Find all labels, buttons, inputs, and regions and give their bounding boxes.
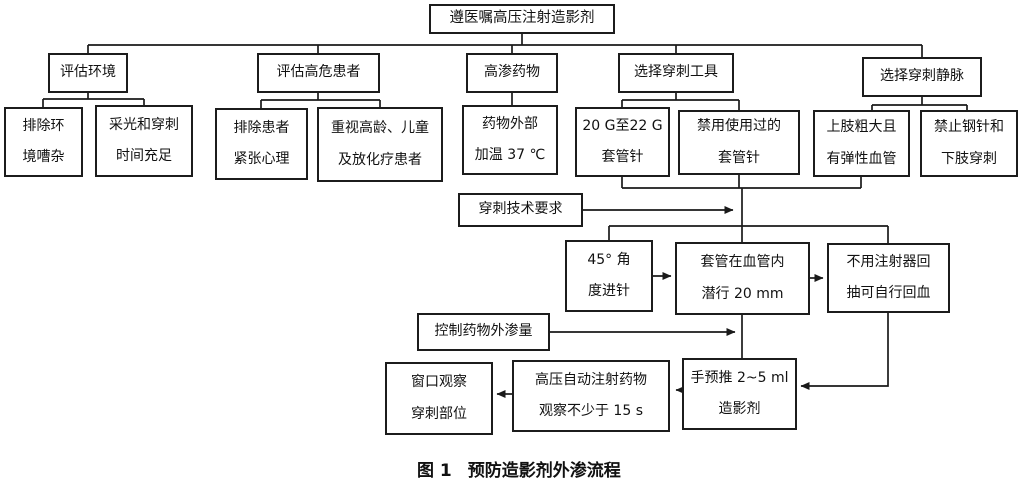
node-text: 下肢穿刺 [941, 150, 997, 167]
figure-caption-title: 预防造影剂外渗流程 [467, 461, 621, 481]
node-text: 境嘈杂 [22, 149, 65, 165]
node-choose-puncture-vein: 选择穿刺静脉 [862, 57, 982, 97]
node-text: 45° 角 [587, 251, 631, 268]
node-text: 评估环境 [60, 64, 116, 81]
node-assess-environment: 评估环境 [48, 53, 128, 93]
node-text: 套管在血管内 [700, 254, 785, 271]
node-text: 时间充足 [116, 148, 172, 164]
figure-caption: 图 1 预防造影剂外渗流程 [417, 456, 621, 481]
node-text: 排除患者 [233, 119, 290, 136]
node-text: 套管针 [718, 149, 760, 166]
node-text: 有弹性血管 [826, 150, 897, 167]
node-warm-drug-37c: 药物外部 加温 37 ℃ [462, 105, 558, 175]
node-hyperosmolar-drug: 高渗药物 [466, 53, 558, 93]
node-text: 观察不少于 15 s [538, 403, 643, 419]
node-text: 遵医嘱高压注射造影剂 [449, 10, 595, 27]
node-text: 穿刺技术要求 [478, 201, 563, 218]
node-text: 禁用使用过的 [697, 118, 781, 135]
node-control-extravasation-amount: 控制药物外渗量 [417, 313, 550, 351]
node-attention-special-groups: 重视高龄、儿童 及放化疗患者 [317, 107, 443, 182]
node-catheter-20g-22g: 20 G至22 G 套管针 [575, 107, 670, 177]
node-text: 高压自动注射药物 [535, 371, 647, 388]
figure-caption-number: 图 1 [417, 461, 452, 481]
node-forbid-used-catheter: 禁用使用过的 套管针 [678, 110, 800, 175]
node-follow-doctor-order: 遵医嘱高压注射造影剂 [429, 4, 615, 34]
node-text: 不用注射器回 [846, 253, 931, 270]
node-text: 选择穿刺静脉 [880, 68, 964, 85]
node-text: 抽可自行回血 [846, 285, 931, 301]
node-upper-limb-elastic-vein: 上肢粗大且 有弹性血管 [813, 110, 910, 177]
node-ease-patient-tension: 排除患者 紧张心理 [215, 108, 308, 180]
node-assess-high-risk-patients: 评估高危患者 [257, 53, 380, 93]
node-text: 潜行 20 mm [701, 285, 784, 302]
node-text: 套管针 [601, 149, 644, 165]
node-text: 度进针 [588, 283, 630, 299]
node-text: 药物外部 [482, 115, 538, 132]
node-45-degree-needle-entry: 45° 角 度进针 [565, 240, 653, 312]
node-text: 高渗药物 [484, 64, 540, 81]
node-exclude-noisy-environment: 排除环 境嘈杂 [4, 107, 83, 177]
node-text: 禁止钢针和 [934, 119, 1004, 136]
node-text: 采光和穿刺 [109, 116, 179, 133]
node-text: 穿刺部位 [411, 405, 467, 422]
node-window-observe-site: 窗口观察 穿刺部位 [385, 362, 493, 435]
node-text: 重视高龄、儿童 [331, 120, 429, 137]
node-choose-puncture-tool: 选择穿刺工具 [618, 53, 734, 93]
node-text: 20 G至22 G [582, 117, 663, 134]
node-text: 紧张心理 [233, 151, 290, 167]
node-text: 控制药物外渗量 [434, 323, 533, 340]
node-text: 评估高危患者 [276, 64, 361, 81]
node-text: 排除环 [22, 117, 65, 134]
node-high-pressure-inject-observe-15s: 高压自动注射药物 观察不少于 15 s [512, 360, 670, 432]
node-text: 造影剂 [718, 401, 761, 417]
node-text: 手预推 2~5 ml [690, 369, 789, 386]
node-text: 及放化疗患者 [338, 151, 422, 168]
node-text: 上肢粗大且 [826, 119, 897, 136]
node-catheter-advance-20mm: 套管在血管内 潜行 20 mm [675, 242, 810, 315]
node-lighting-and-time: 采光和穿刺 时间充足 [95, 105, 193, 177]
node-text: 加温 37 ℃ [474, 147, 546, 163]
node-puncture-technique-requirements: 穿刺技术要求 [458, 193, 583, 227]
node-text: 窗口观察 [411, 374, 467, 391]
node-text: 选择穿刺工具 [634, 64, 718, 81]
node-forbid-steel-needle-lower-limb: 禁止钢针和 下肢穿刺 [920, 110, 1018, 177]
node-hand-push-contrast: 手预推 2~5 ml 造影剂 [682, 358, 797, 430]
node-self-blood-return: 不用注射器回 抽可自行回血 [827, 243, 950, 313]
